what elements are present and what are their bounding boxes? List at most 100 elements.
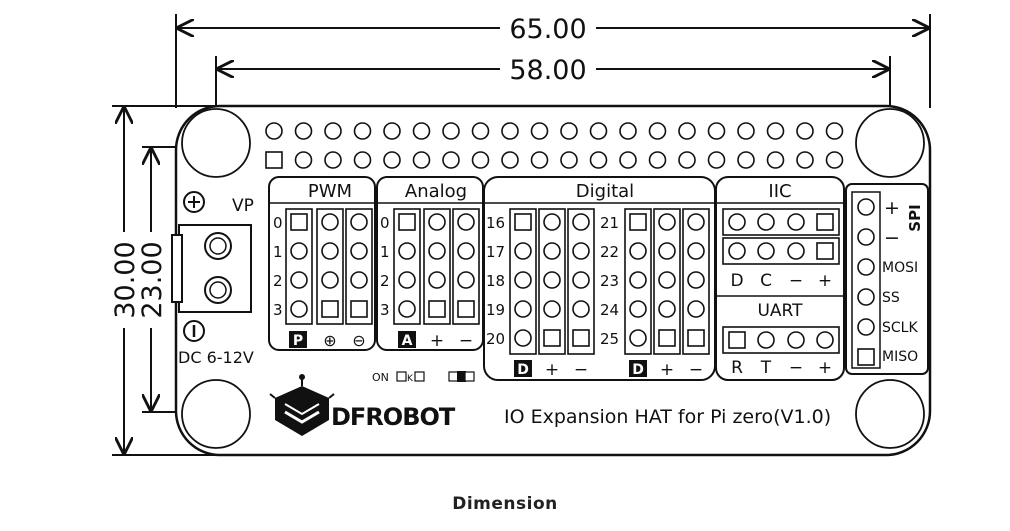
gpio-pin	[501, 122, 519, 140]
gpio-pin	[530, 122, 549, 140]
digital-left-footer-plus: +	[545, 360, 559, 380]
gpio-pin	[501, 151, 519, 169]
mounting-hole-top-right	[855, 108, 925, 178]
analog-power-pin	[428, 271, 446, 289]
digital-power-pin	[658, 329, 676, 347]
digital-right-footer-minus: −	[689, 360, 703, 380]
gpio-pin	[766, 122, 785, 140]
hat-dimension-diagram: 65.00 58.00 30.00 23.00 VP DC 6-12V PWM …	[108, 14, 932, 457]
gpio-pin	[678, 151, 696, 169]
digital-power-pin	[658, 213, 676, 231]
analog-signal-pin	[398, 242, 416, 260]
digital-left-row-label: 16	[486, 214, 505, 232]
gpio-pin	[619, 151, 637, 169]
gpio-pin	[796, 122, 814, 140]
analog-ground-pin	[457, 271, 475, 289]
digital-signal-pin	[514, 329, 532, 347]
analog-signal-pin	[398, 271, 416, 289]
gpio-pin	[324, 151, 342, 169]
gpio-header	[265, 122, 844, 169]
digital-signal-pin	[514, 271, 532, 289]
iic-footer-c: C	[760, 271, 772, 291]
uart-pin	[816, 331, 834, 349]
iic-pin	[816, 213, 834, 231]
spi-pin-mosi: MOSI	[882, 260, 918, 276]
pwm-ground-pin	[350, 300, 368, 318]
mounting-hole-top-left	[181, 108, 251, 178]
gpio-pin	[353, 122, 372, 140]
pwm-power-pin	[321, 300, 339, 318]
iic-footer-minus: −	[789, 271, 803, 291]
digital-ground-pin	[572, 329, 590, 347]
analog-ground-pin	[457, 213, 475, 231]
gpio-pin	[648, 151, 667, 169]
digital-ground-pin	[687, 213, 705, 231]
uart-footer-minus: −	[789, 358, 803, 378]
digital-power-pin	[543, 300, 561, 318]
digital-signal-pin	[629, 271, 647, 289]
gpio-pin	[825, 151, 844, 169]
plus-symbol-icon	[183, 191, 205, 213]
spi-pin	[857, 198, 875, 216]
dim-overall-height: 30.00	[110, 241, 141, 318]
digital-title: Digital	[576, 181, 634, 202]
digital-ground-pin	[572, 213, 590, 231]
pwm-signal-pin	[290, 242, 308, 260]
on-switch: ON K	[372, 371, 475, 384]
power-terminal: VP DC 6-12V	[171, 191, 254, 367]
spi-pin	[857, 318, 875, 336]
uart-footer-r: R	[731, 358, 743, 378]
gpio-pin	[737, 122, 755, 140]
uart-pin	[728, 331, 746, 349]
gpio-pin	[442, 151, 460, 169]
gpio-pin	[383, 151, 401, 169]
gpio-pin	[412, 151, 431, 169]
digital-ground-pin	[687, 271, 705, 289]
iic-pin	[757, 213, 775, 231]
analog-ground-pin	[457, 300, 475, 318]
dfrobot-logo: DFROBOT	[269, 374, 457, 436]
uart-title: UART	[757, 301, 803, 321]
dim-overall-width: 65.00	[509, 14, 586, 45]
iic-pin	[787, 213, 805, 231]
spi-pin-sclk: SCLK	[882, 320, 918, 336]
digital-left-row-label: 18	[486, 272, 505, 290]
analog-footer-minus: −	[459, 331, 473, 351]
iic-uart-block: IIC UART D C − + R T − +	[715, 176, 845, 381]
digital-ground-pin	[687, 242, 705, 260]
digital-left-row-label: 17	[486, 243, 505, 261]
vp-label: VP	[232, 196, 254, 216]
iic-pin	[816, 242, 834, 260]
iic-pin	[757, 242, 775, 260]
dim-hole-height: 23.00	[137, 241, 168, 318]
digital-right-footer-plus: +	[660, 360, 674, 380]
dim-hole-width: 58.00	[509, 55, 586, 86]
digital-right-row-label: 24	[600, 301, 619, 319]
digital-left-row-label: 20	[486, 330, 505, 348]
iic-footer-plus: +	[818, 271, 832, 291]
digital-ground-pin	[687, 300, 705, 318]
pwm-row-label: 3	[273, 301, 283, 319]
iic-footer-d: D	[730, 271, 743, 291]
digital-right-row-label: 25	[600, 330, 619, 348]
gpio-pin	[324, 122, 342, 140]
uart-footer-plus: +	[818, 358, 832, 378]
gpio-pin	[560, 151, 578, 169]
digital-power-pin	[658, 271, 676, 289]
digital-ground-pin	[572, 300, 590, 318]
pwm-power-pin	[321, 242, 339, 260]
gpio-pin	[589, 151, 608, 169]
spi-block: SPI + − MOSI SS SCLK MISO	[845, 183, 929, 375]
analog-signal-pin	[398, 213, 416, 231]
digital-ground-pin	[572, 242, 590, 260]
iic-title: IIC	[768, 181, 791, 202]
gpio-pin	[353, 151, 372, 169]
analog-ground-pin	[457, 242, 475, 260]
pwm-ground-pin	[350, 213, 368, 231]
pwm-row-label: 2	[273, 272, 283, 290]
digital-signal-pin	[514, 213, 532, 231]
analog-row-label: 3	[380, 301, 390, 319]
gpio-pin	[383, 122, 401, 140]
digital-signal-pin	[629, 329, 647, 347]
